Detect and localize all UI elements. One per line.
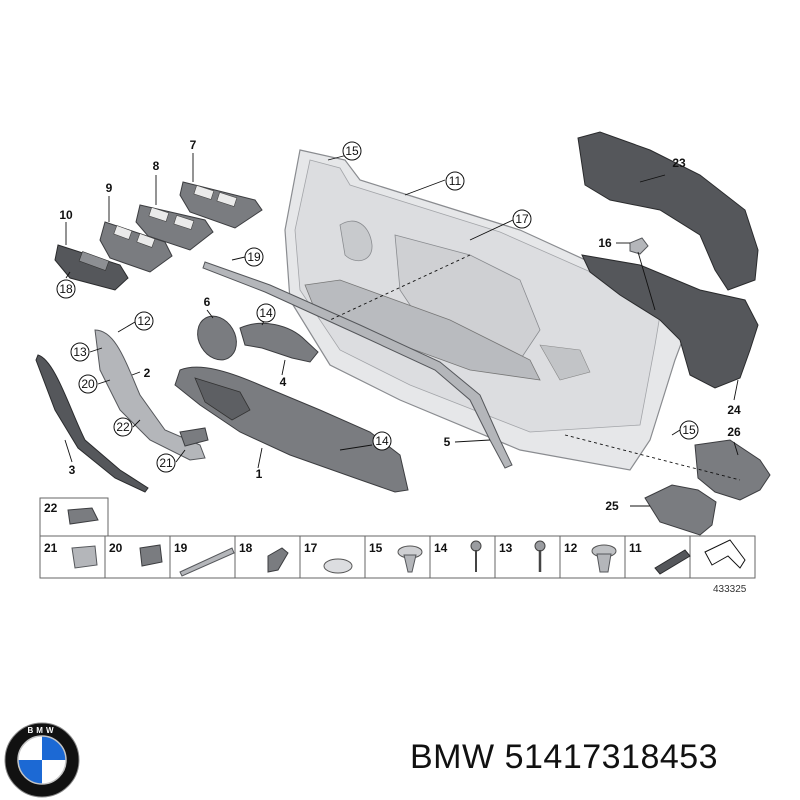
bracket-26 [694,439,771,501]
svg-text:13: 13 [499,541,513,555]
svg-text:19: 19 [174,541,188,555]
callout-19: 19 [244,247,264,267]
trim-strip-left [35,354,149,493]
callout-12: 12 [134,311,154,331]
callout-17: 17 [512,209,532,229]
switch-bezel-7 [179,181,263,229]
svg-text:12: 12 [137,314,151,328]
label-8: 8 [153,159,160,173]
callout-14-lower: 14 [372,431,392,451]
svg-text:21: 21 [159,456,173,470]
door-seal-lower [581,254,759,389]
svg-text:12: 12 [564,541,578,555]
svg-text:15: 15 [345,144,359,158]
label-3: 3 [69,463,76,477]
callout-15-right: 15 [679,420,699,440]
label-1: 1 [256,467,263,481]
callout-11: 11 [445,171,465,191]
bracket-25 [644,484,717,536]
cover-cap [197,315,237,361]
switch-bezel-8 [135,204,214,251]
svg-text:19: 19 [247,250,261,264]
callout-18: 18 [56,279,76,299]
switch-bezel-9 [99,221,173,273]
callout-22: 22 [113,417,133,437]
clip-16 [629,237,649,255]
brand-name: BMW [410,738,495,776]
label-4: 4 [280,375,287,389]
svg-text:14: 14 [434,541,448,555]
callout-14-upper: 14 [256,303,276,323]
callout-15-top: 15 [342,141,362,161]
svg-text:22: 22 [116,420,130,434]
svg-text:20: 20 [81,377,95,391]
svg-text:17: 17 [304,541,318,555]
reference-number: 433325 [713,584,747,595]
svg-text:17: 17 [515,212,529,226]
arrow-icon [704,539,746,569]
leader-lines [64,152,741,507]
label-25: 25 [605,499,619,513]
svg-text:18: 18 [239,541,253,555]
svg-text:13: 13 [73,345,87,359]
inner-door-handle [239,322,319,363]
svg-text:14: 14 [375,434,389,448]
svg-text:15: 15 [682,423,696,437]
label-5: 5 [444,435,451,449]
label-7: 7 [190,138,197,152]
callout-16: 16 [598,236,612,250]
svg-text:20: 20 [109,541,123,555]
svg-text:11: 11 [449,174,462,188]
label-9: 9 [106,181,113,195]
svg-text:16: 16 [598,236,612,250]
door-trim-strip [202,261,513,469]
door-trim-panel [284,149,691,471]
label-2: 2 [144,366,151,380]
fastener-legend: 22 21 20 19 18 17 15 14 13 12 11 433325 [39,497,756,595]
label-23: 23 [672,156,686,170]
switch-bezel-10 [54,244,129,291]
door-seal-upper [577,131,759,291]
callout-13: 13 [70,342,90,362]
label-24: 24 [727,403,741,417]
label-6: 6 [204,295,211,309]
svg-text:15: 15 [369,541,383,555]
svg-text:14: 14 [259,306,273,320]
door-pull-handle [94,329,206,461]
label-10: 10 [59,208,73,222]
svg-text:BMW: BMW [28,726,57,735]
svg-text:21: 21 [44,541,58,555]
svg-text:22: 22 [44,501,58,515]
label-26: 26 [727,425,741,439]
part-number: 51417318453 [504,738,719,776]
svg-text:18: 18 [59,282,73,296]
svg-text:11: 11 [629,541,642,555]
bmw-roundel-icon: BMW [4,722,80,798]
callout-20: 20 [78,374,98,394]
callout-21: 21 [156,453,176,473]
